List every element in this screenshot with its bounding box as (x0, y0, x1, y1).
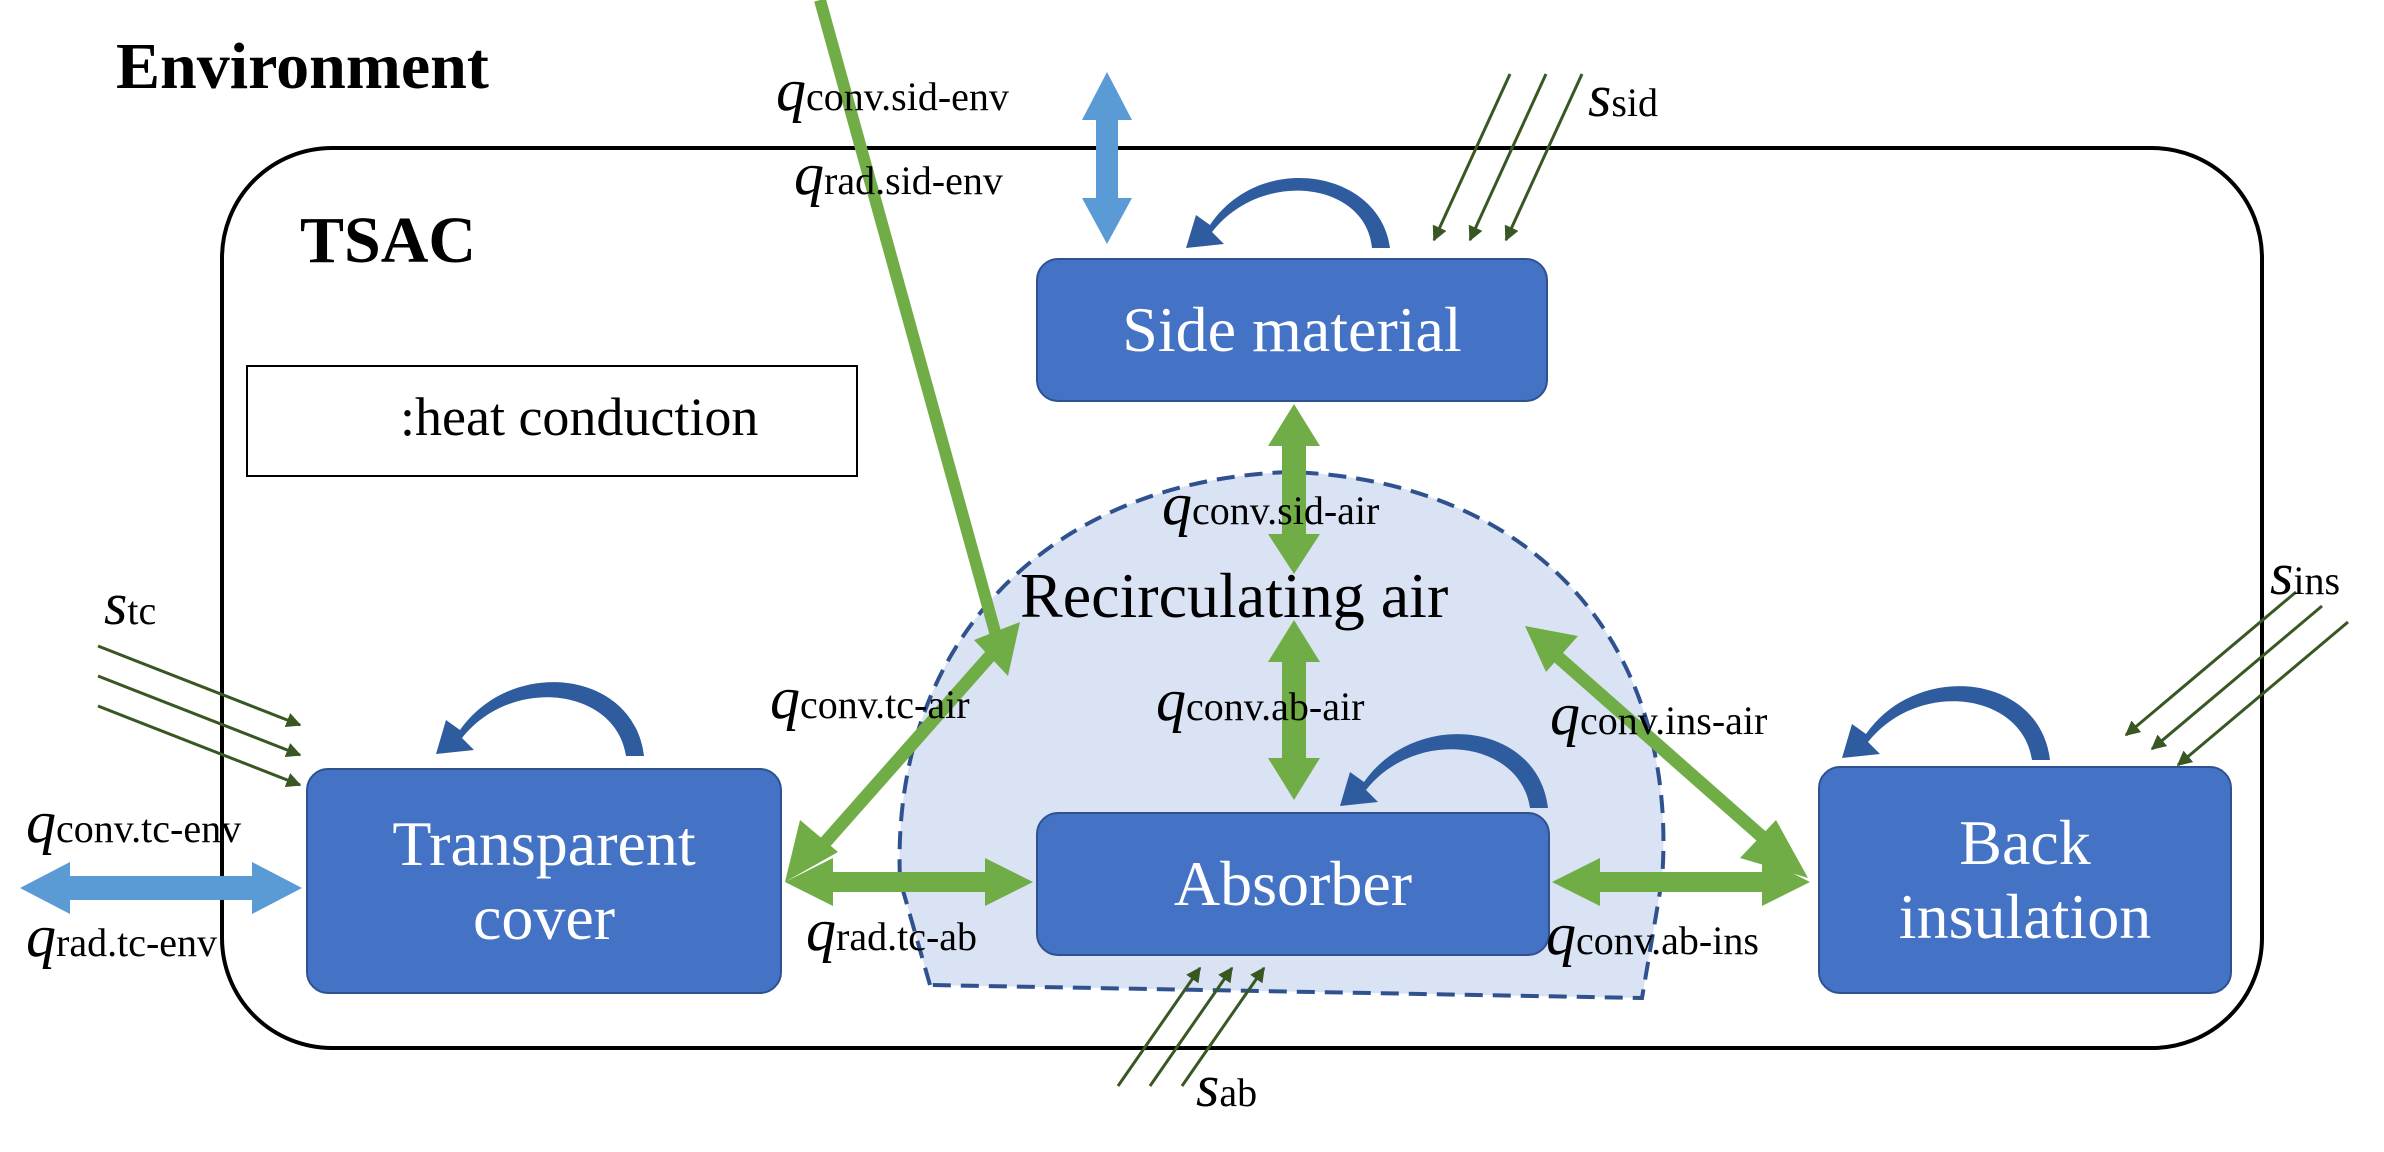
environment-title: Environment (116, 30, 489, 103)
absorber-label: Absorber (1173, 847, 1413, 919)
transparent-cover-box: Transparent cover (306, 768, 782, 994)
tsac-title: TSAC (300, 204, 477, 277)
tsac-boundary (220, 146, 2264, 1050)
flux-conv-ins-air: qconv.ins-air (1550, 681, 1768, 747)
conduction-arc-ins (1842, 686, 2050, 760)
flux-conv-tc-air: qconv.tc-air (770, 665, 970, 731)
flux-conv-sid-air: qconv.sid-air (1162, 471, 1380, 537)
side-material-box: Side material (1036, 258, 1548, 402)
solar-tc-label: stc (104, 571, 157, 637)
back-insulation-box: Back insulation (1818, 766, 2232, 994)
transparent-cover-label-line2: cover (472, 882, 616, 953)
solar-sid-label: ssid (1588, 63, 1659, 129)
tc-air-diagonal-arrow (785, 622, 1020, 882)
transparent-cover-label-line1: Transparent (392, 807, 696, 879)
flux-conv-ab-air: qconv.ab-air (1156, 667, 1365, 733)
solar-ab-label: sab (1196, 1053, 1258, 1119)
legend (246, 365, 858, 477)
conduction-arc-tc (436, 682, 644, 756)
flux-conv-ab-ins: qconv.ab-ins (1546, 901, 1759, 967)
absorber-box: Absorber (1036, 812, 1550, 956)
flux-rad-sid-env: qrad.sid-env (794, 141, 1003, 207)
legend-label: :heat conduction (400, 387, 759, 447)
back-insulation-label-line1: Back (1959, 806, 2091, 878)
recirculating-air-label: Recirculating air (1020, 560, 1449, 631)
flux-rad-tc-env: qrad.tc-env (26, 903, 218, 969)
tc-env-arrow (20, 862, 302, 914)
side-material-label: Side material (1122, 293, 1462, 365)
solar-arrows (97, 73, 2349, 1087)
flux-conv-sid-env: qconv.sid-env (776, 57, 1009, 123)
diagonal-green-arrows (814, 0, 1006, 652)
conduction-arc-side (1186, 178, 1390, 248)
back-insulation-label-line2: insulation (1898, 881, 2152, 952)
conduction-arc-absorber (1340, 734, 1548, 808)
flux-conv-tc-env: qconv.tc-env (26, 789, 242, 855)
side-env-arrow (1082, 72, 1132, 244)
flux-rad-tc-ab: qrad.tc-ab (806, 897, 978, 963)
ins-air-diagonal-arrow (1525, 626, 1808, 878)
solar-ins-label: sins (2270, 541, 2341, 607)
green-arrows (785, 404, 1810, 906)
